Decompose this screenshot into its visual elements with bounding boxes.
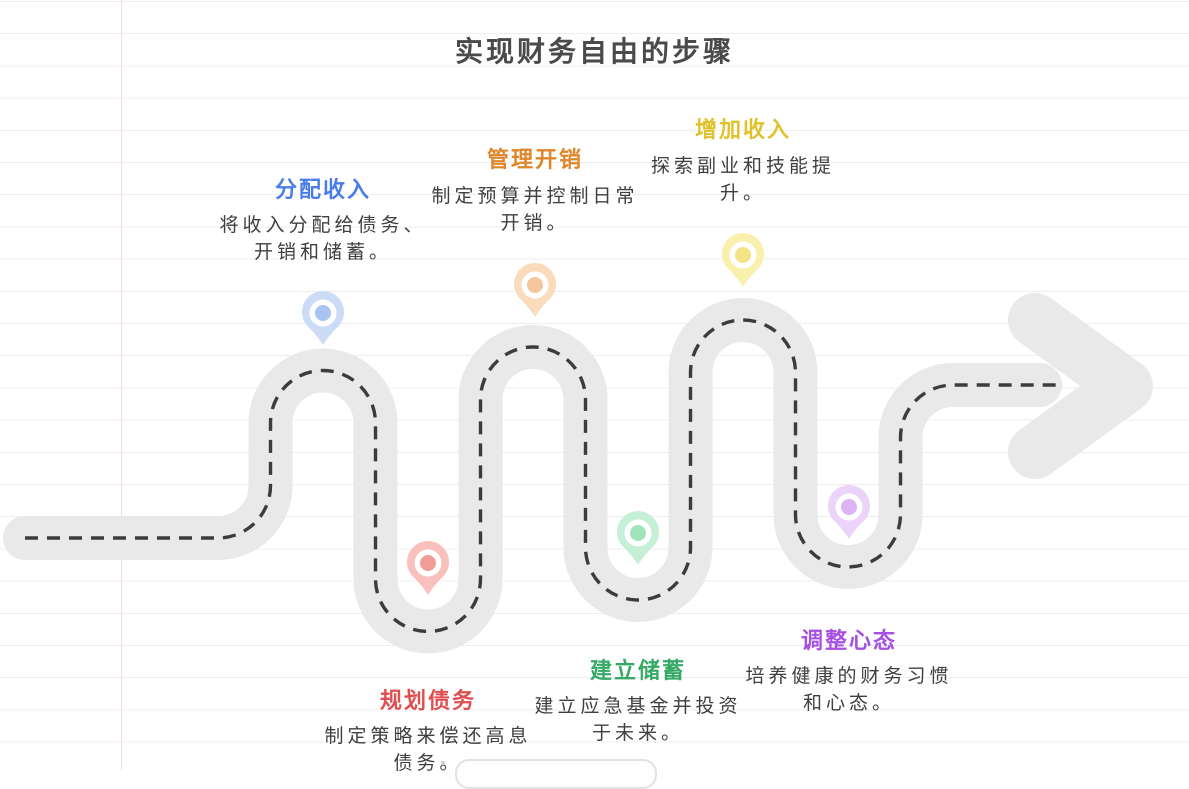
map-pin-icon xyxy=(828,485,870,539)
road-path xyxy=(3,298,1062,654)
map-pin-icon xyxy=(407,541,449,595)
step-title-plan-debt: 规划债务 xyxy=(379,688,476,713)
pin-dot xyxy=(735,247,751,263)
arrow-right-icon xyxy=(1008,293,1153,479)
map-pin-icon xyxy=(617,511,659,565)
pin-dot xyxy=(527,277,543,293)
step-desc-manage-expenses: 制定预算并控制日常开销。 xyxy=(431,186,639,234)
step-title-manage-expenses: 管理开销 xyxy=(486,147,583,172)
bottom-partial-toolbar[interactable] xyxy=(455,759,657,789)
pin-dot xyxy=(420,555,436,571)
pin-dot xyxy=(315,305,331,321)
map-pin-icon xyxy=(514,263,556,317)
pin-dot xyxy=(841,499,857,515)
bottom-dot xyxy=(441,761,445,765)
road-diagram xyxy=(3,293,1153,654)
step-desc-plan-debt: 制定策略来偿还高息债务。 xyxy=(324,726,532,774)
notebook-margin-line xyxy=(121,0,122,770)
step-desc-allocate-income: 将收入分配给债务、开销和储蓄。 xyxy=(219,215,427,263)
step-title-adjust-mindset: 调整心态 xyxy=(800,628,897,653)
map-pin-icon xyxy=(722,233,764,287)
step-desc-build-savings: 建立应急基金并投资于未来。 xyxy=(534,696,742,744)
road-centerline xyxy=(25,318,1058,634)
map-pin-icon xyxy=(302,291,344,345)
pin-dot xyxy=(630,525,646,541)
step-title-increase-income: 增加收入 xyxy=(694,117,791,142)
step-title-allocate-income: 分配收入 xyxy=(274,177,371,202)
step-desc-increase-income: 探索副业和技能提升。 xyxy=(650,156,835,204)
step-title-build-savings: 建立储蓄 xyxy=(589,658,686,683)
step-desc-adjust-mindset: 培养健康的财务习惯和心态。 xyxy=(745,666,953,714)
page-title: 实现财务自由的步骤 xyxy=(454,36,734,68)
